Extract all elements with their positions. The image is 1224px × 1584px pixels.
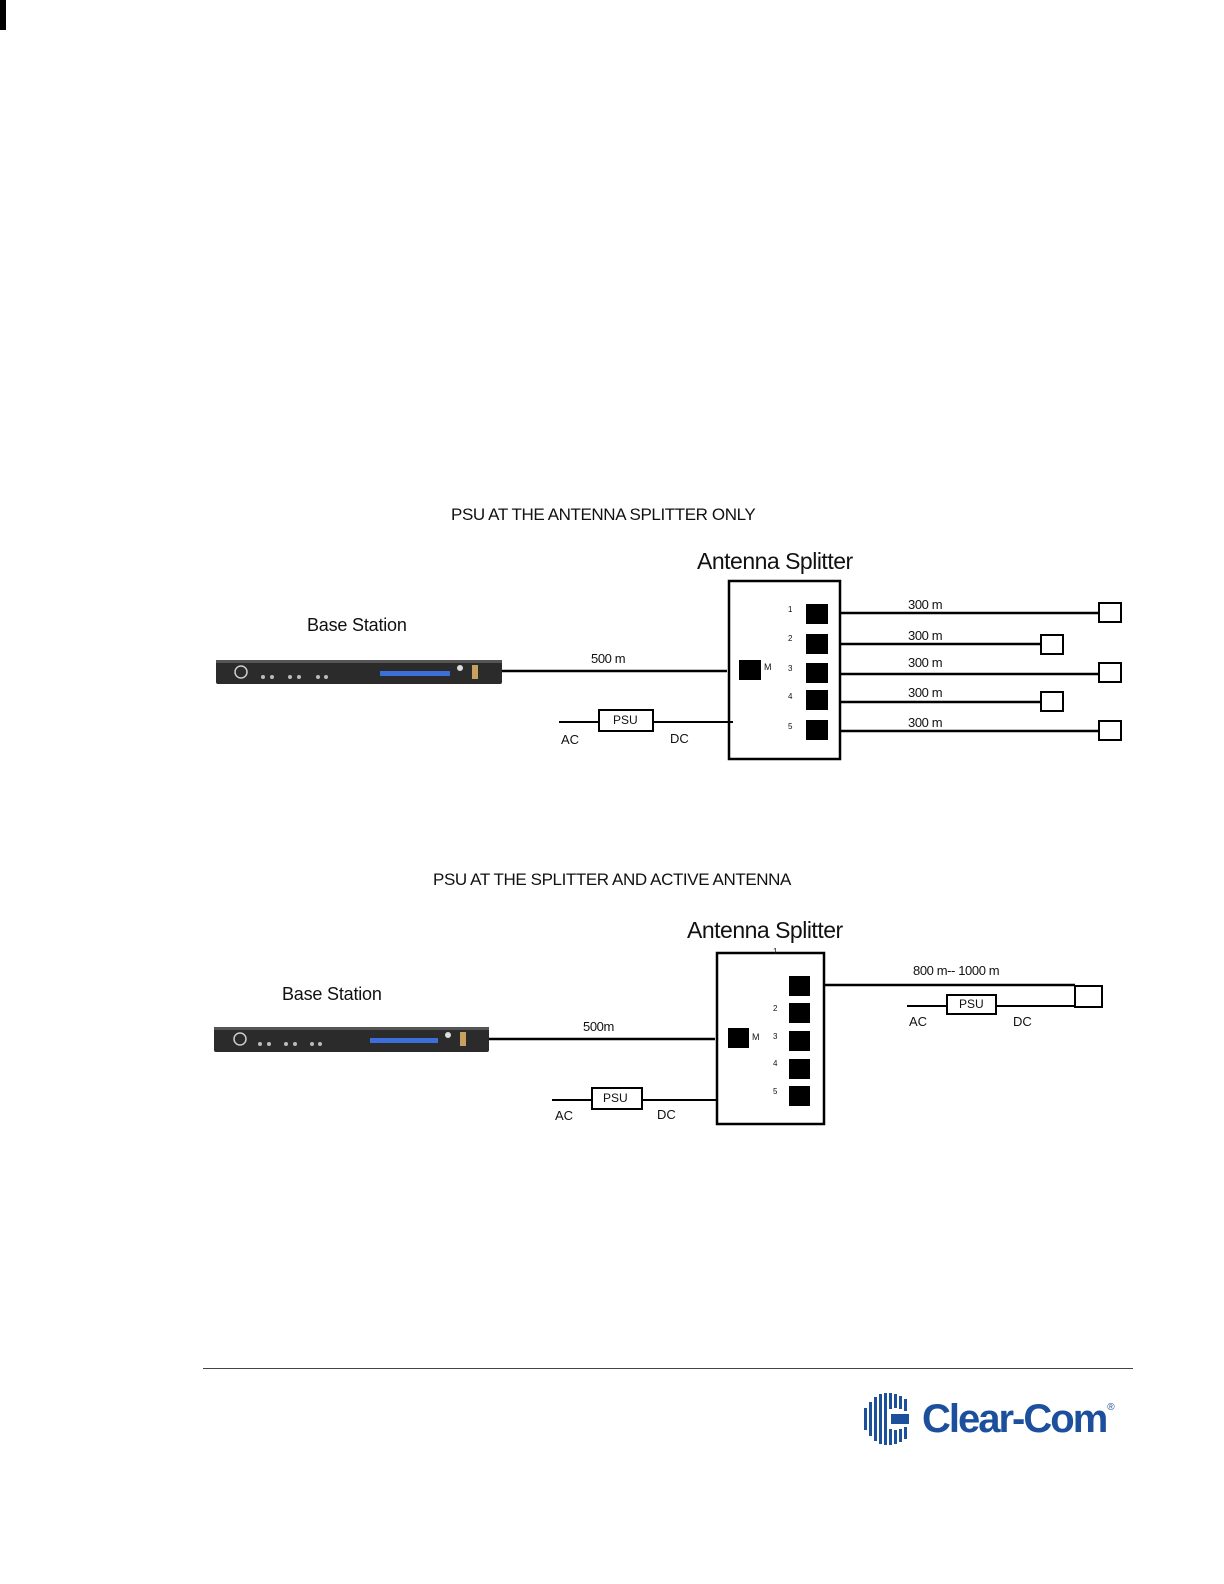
antenna-psu-label: PSU (959, 997, 984, 1011)
antenna-ac-label: AC (909, 1014, 927, 1029)
clear-com-emblem-icon (862, 1392, 916, 1446)
splitter-label: Antenna Splitter (687, 917, 843, 944)
ac-label: AC (555, 1108, 573, 1123)
main-cable-label: 500m (583, 1019, 614, 1034)
splitter-ports (789, 976, 810, 1106)
base-station-label: Base Station (282, 984, 382, 1005)
antenna-cable-label: 800 m-- 1000 m (913, 963, 999, 978)
footer-rule (203, 1368, 1133, 1369)
logo-registered-mark: ® (1107, 1402, 1114, 1413)
active-antenna (1075, 986, 1102, 1007)
port-m-label: M (752, 1032, 760, 1042)
dc-label: DC (657, 1107, 676, 1122)
port-num-4: 4 (773, 1059, 777, 1068)
logo-wordmark: Clear-Com (922, 1397, 1106, 1442)
port-num-3: 3 (773, 1032, 777, 1041)
port-num-2: 2 (773, 1004, 777, 1013)
port-num-1: 1 (773, 947, 777, 956)
port-m (728, 1028, 749, 1048)
antenna-dc-label: DC (1013, 1014, 1032, 1029)
psu-label: PSU (603, 1091, 628, 1105)
clear-com-logo: Clear-Com ® (862, 1392, 1115, 1446)
port-num-5: 5 (773, 1087, 777, 1096)
base-station-device (214, 1027, 489, 1052)
